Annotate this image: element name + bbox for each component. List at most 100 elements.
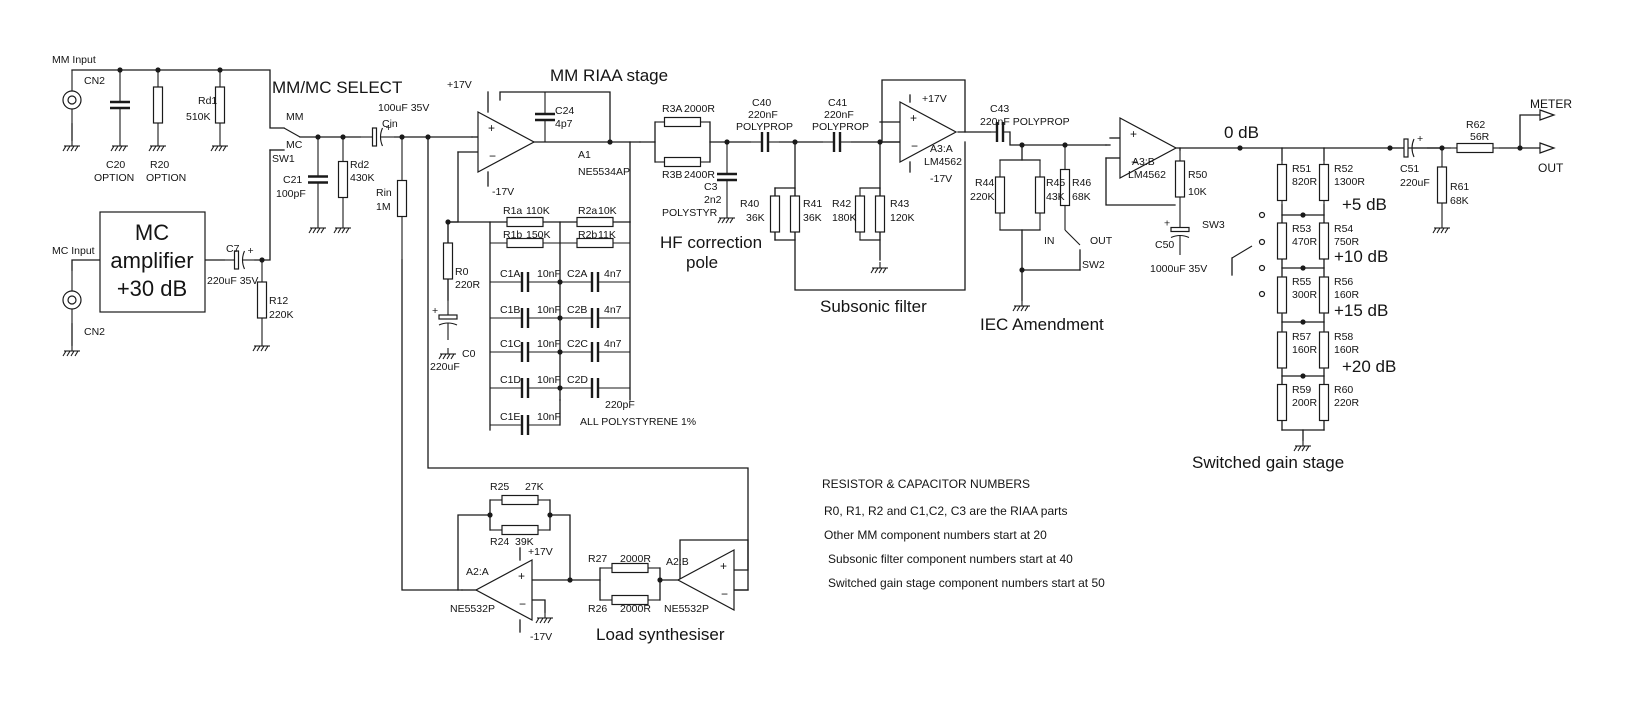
c1b-label: C1B <box>500 304 520 316</box>
a3-negative-supply: -17V <box>930 173 952 185</box>
c1b-value: 10nF <box>537 304 561 316</box>
capacitor-c1b <box>490 308 560 328</box>
capacitor-c41 <box>822 132 852 152</box>
rd2-label: Rd2 <box>350 159 369 171</box>
c2c-label: C2C <box>567 338 588 350</box>
r40-value: 36K <box>746 212 765 224</box>
c51-value: 220uF <box>1400 177 1430 189</box>
r60-label: R60 <box>1334 384 1353 396</box>
r60-value: 220R <box>1334 397 1360 409</box>
r50-label: R50 <box>1188 169 1207 181</box>
c2a-value: 4n7 <box>604 268 622 280</box>
ground-symbol <box>110 140 128 152</box>
out-label: OUT <box>1538 161 1564 175</box>
r42-label: R42 <box>832 198 851 210</box>
capacitor-c1e <box>490 415 560 435</box>
svg-text:−: − <box>519 597 526 611</box>
notes-heading: RESISTOR & CAPACITOR NUMBERS <box>822 477 1030 491</box>
switch-sw3 <box>1231 245 1253 259</box>
svg-text:+: + <box>432 305 438 317</box>
resistor-r40 <box>769 188 781 240</box>
r58-value: 160R <box>1334 344 1360 356</box>
rd1-value: 510K <box>186 111 211 123</box>
plus10-db-label: +10 dB <box>1334 247 1388 266</box>
capacitor-c0: + <box>432 300 458 340</box>
a1-type: NE5534AP <box>578 166 630 178</box>
ground-symbol <box>148 140 166 152</box>
a2-negative-supply: -17V <box>530 631 552 643</box>
resistor-r52 <box>1318 160 1330 205</box>
r57-value: 160R <box>1292 344 1318 356</box>
r51-value: 820R <box>1292 176 1318 188</box>
switch-sw1 <box>283 127 301 138</box>
r46-label: R46 <box>1072 177 1091 189</box>
notes-line: R0, R1, R2 and C1,C2, C3 are the RIAA pa… <box>824 504 1067 518</box>
opamp-a1: +− <box>477 110 536 174</box>
c41-type: POLYPROP <box>812 121 869 133</box>
notes-line: Other MM component numbers start at 20 <box>824 528 1047 542</box>
rin-label: Rin <box>376 187 392 199</box>
capacitor-c20 <box>110 70 130 140</box>
resistor-r54 <box>1318 222 1330 260</box>
a2a-label: A2:A <box>466 566 489 578</box>
c40-label: C40 <box>752 97 771 109</box>
resistor-r44 <box>994 160 1006 230</box>
r59-label: R59 <box>1292 384 1311 396</box>
svg-text:−: − <box>489 149 496 163</box>
hf-correction-title-2: pole <box>686 253 718 272</box>
sw3-label: SW3 <box>1202 219 1225 231</box>
resistor-r56 <box>1318 275 1330 315</box>
c3-type: POLYSTYR <box>662 207 718 219</box>
a2-positive-supply: +17V <box>528 546 553 558</box>
notes-line: Subsonic filter component numbers start … <box>828 552 1073 566</box>
ground-symbol <box>210 140 228 152</box>
r44-value: 220K <box>970 191 995 203</box>
resistor-r24 <box>490 524 550 536</box>
r3b-value: 2400R <box>684 169 715 181</box>
capacitor-c40 <box>750 132 780 152</box>
resistor-r0 <box>442 222 454 300</box>
c2d-label: C2D <box>567 374 588 386</box>
mc-amplifier-line3: +30 dB <box>117 276 187 301</box>
r61-value: 68K <box>1450 195 1469 207</box>
ground-symbol <box>717 212 735 224</box>
r56-label: R56 <box>1334 276 1353 288</box>
rd2-value: 430K <box>350 172 375 184</box>
resistor-r42 <box>854 188 866 240</box>
capacitor-c50: + <box>1164 210 1190 255</box>
r20-note: OPTION <box>146 172 186 184</box>
ground-symbol <box>252 340 270 352</box>
resistor-r62 <box>1450 142 1500 154</box>
resistor-r59 <box>1276 383 1288 422</box>
resistor-r2a <box>560 216 630 228</box>
all-polystyrene-note: ALL POLYSTYRENE 1% <box>580 416 696 428</box>
r25-label: R25 <box>490 481 509 493</box>
c2b-value: 4n7 <box>604 304 622 316</box>
rin-value: 1M <box>376 201 391 213</box>
a1-positive-supply: +17V <box>447 79 472 91</box>
opamp-a3b: +− <box>1119 116 1178 180</box>
cin-value: 100uF 35V <box>378 102 429 114</box>
r62-label: R62 <box>1466 119 1485 131</box>
r45-label: R45 <box>1046 177 1065 189</box>
capacitor-c21 <box>308 137 328 222</box>
plus20-db-label: +20 dB <box>1342 357 1396 376</box>
r45-value: 43K <box>1046 191 1065 203</box>
mc-amplifier-box <box>99 211 206 313</box>
r43-value: 120K <box>890 212 915 224</box>
c43-label: C43 <box>990 103 1009 115</box>
r42-value: 180K <box>832 212 857 224</box>
a3a-type: LM4562 <box>924 156 962 168</box>
capacitor-c24 <box>535 92 555 142</box>
mm-label: MM <box>286 111 304 123</box>
switch-contact <box>1258 264 1266 272</box>
c7-label: C7 <box>226 243 240 255</box>
svg-text:−: − <box>911 139 918 153</box>
r59-value: 200R <box>1292 397 1318 409</box>
r53-label: R53 <box>1292 223 1311 235</box>
resistor-r51 <box>1276 160 1288 205</box>
a3b-type: LM4562 <box>1128 169 1166 181</box>
r1a-value: 110K <box>526 205 550 217</box>
resistor-r55 <box>1276 275 1288 315</box>
